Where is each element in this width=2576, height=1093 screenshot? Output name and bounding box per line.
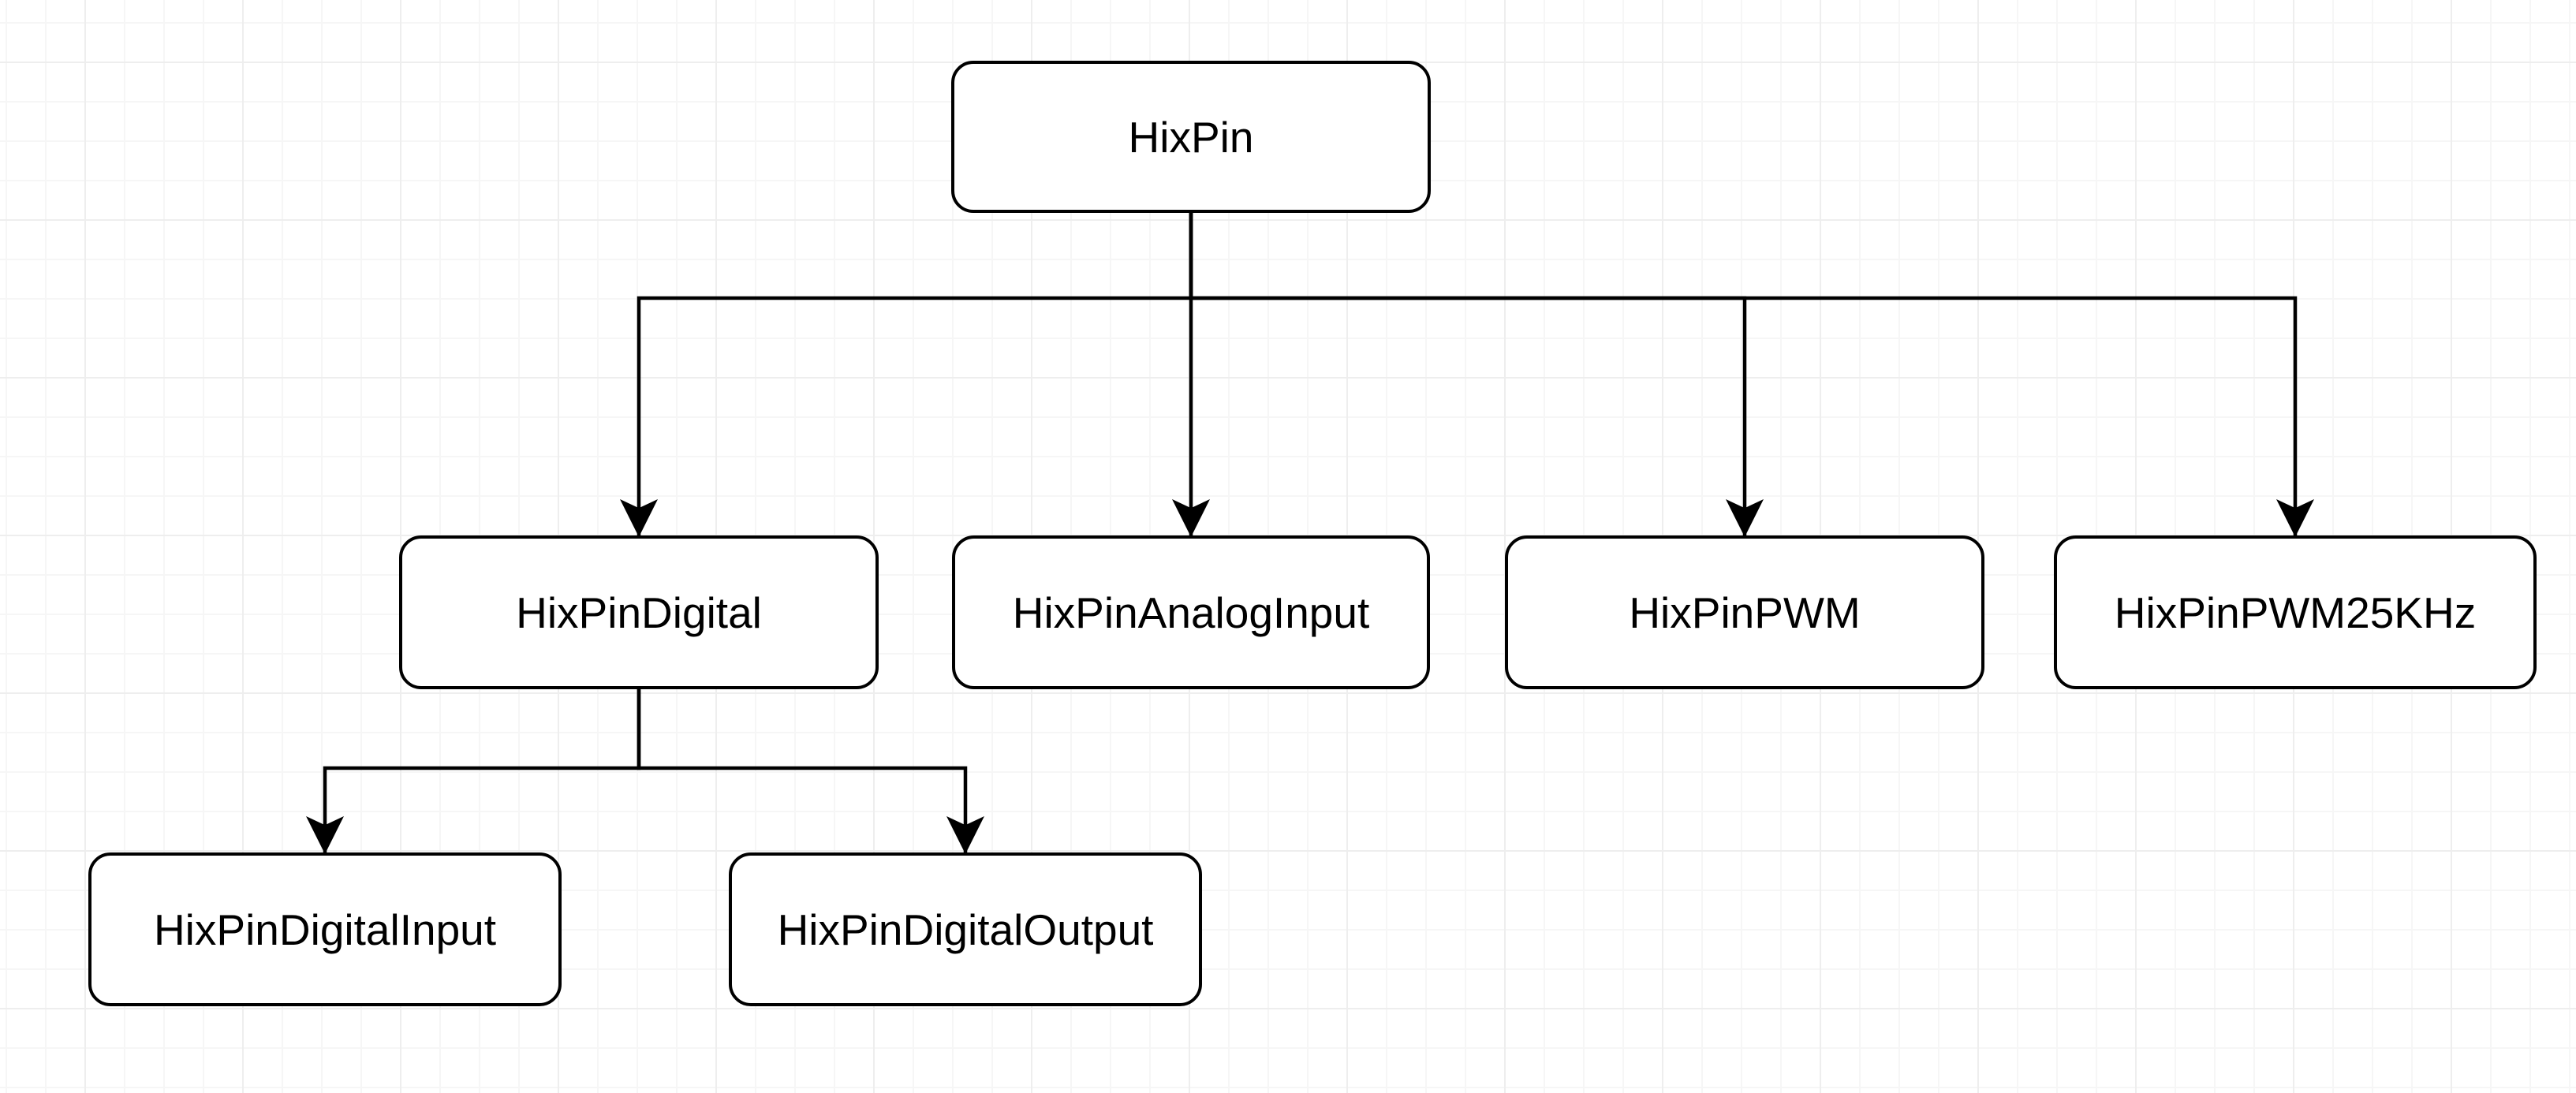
edge-hixpindigital-to-hixpindigitalinput[interactable] — [306, 689, 641, 854]
node-hixpindigital[interactable]: HixPinDigital — [399, 535, 879, 689]
node-hixpindigitalinput[interactable]: HixPinDigitalInput — [88, 852, 562, 1006]
node-hixpinpwm25khz[interactable]: HixPinPWM25KHz — [2054, 535, 2537, 689]
edge-hixpin-to-hixpinpwm25khz[interactable] — [1189, 213, 2314, 537]
edge-hixpindigital-to-hixpindigitaloutput[interactable] — [637, 689, 984, 854]
node-hixpinanaloginput[interactable]: HixPinAnalogInput — [952, 535, 1430, 689]
node-label: HixPinDigital — [516, 588, 762, 637]
node-hixpinpwm[interactable]: HixPinPWM — [1505, 535, 1984, 689]
node-label: HixPinPWM25KHz — [2114, 588, 2477, 637]
node-label: HixPinDigitalInput — [153, 905, 497, 954]
node-label: HixPinAnalogInput — [1012, 588, 1370, 637]
node-label: HixPinDigitalOutput — [777, 905, 1154, 954]
node-hixpin[interactable]: HixPin — [951, 61, 1431, 213]
node-hixpindigitaloutput[interactable]: HixPinDigitalOutput — [729, 852, 1202, 1006]
edge-hixpin-to-hixpindigital[interactable] — [620, 213, 1193, 537]
edge-hixpin-to-hixpinpwm[interactable] — [1189, 213, 1764, 537]
node-label: HixPin — [1128, 112, 1254, 162]
node-label: HixPinPWM — [1629, 588, 1861, 637]
